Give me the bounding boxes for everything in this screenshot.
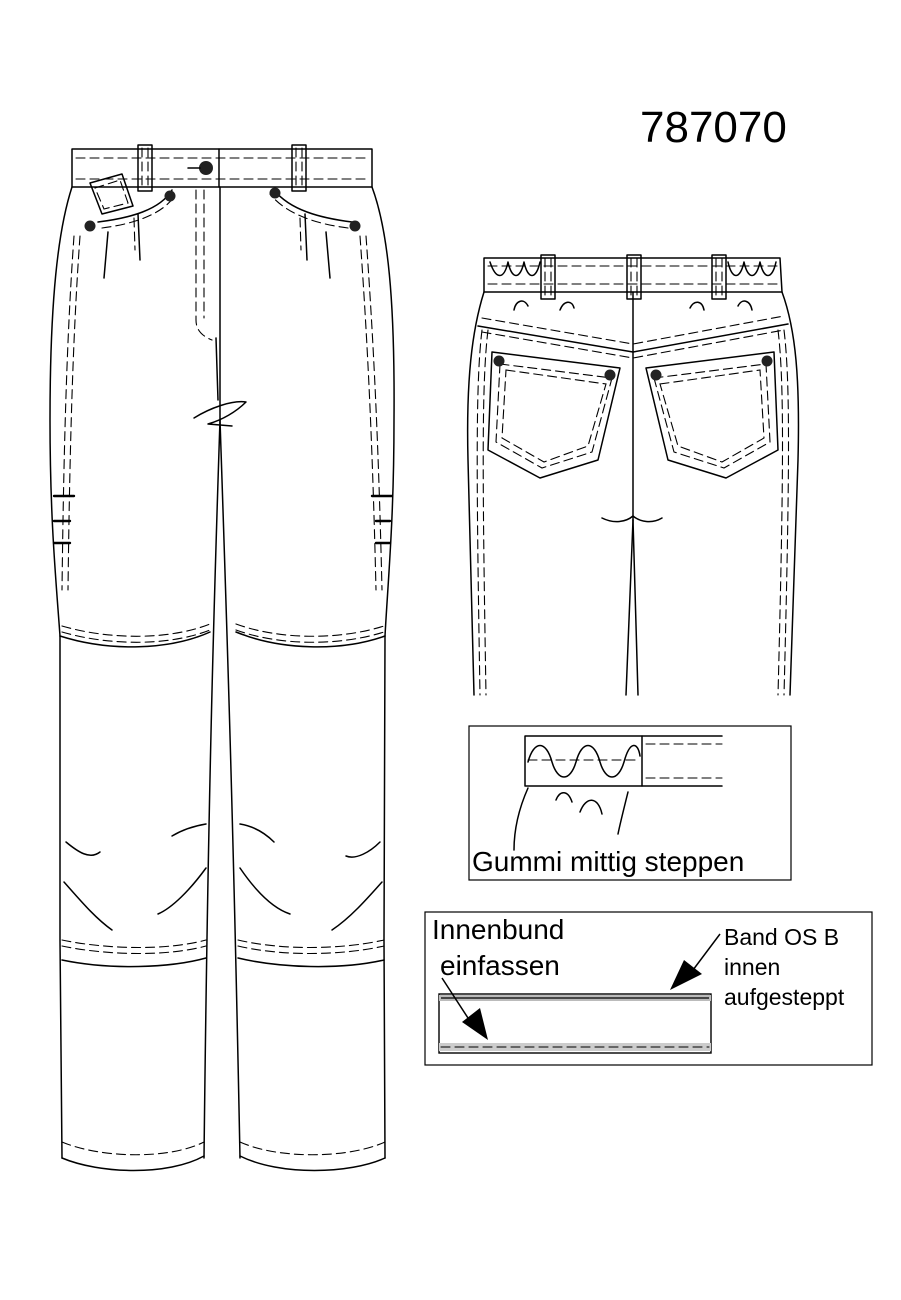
band-label-line3: aufgesteppt: [724, 984, 845, 1010]
waistband-button: [199, 161, 213, 175]
arrow-icon: [462, 1008, 488, 1040]
detail-waistband-box: [424, 911, 873, 1066]
inner-waistband-label-line2: einfassen: [440, 950, 560, 981]
elastic-stitch-label: Gummi mittig steppen: [472, 846, 745, 877]
back-pocket-right: [645, 351, 779, 479]
article-number: 787070: [640, 103, 787, 152]
back-view: [466, 254, 800, 696]
front-view: [49, 144, 395, 1172]
band-label-line1: Band OS B: [724, 924, 840, 950]
detail-elastic-box: [468, 725, 792, 881]
coin-pocket: [89, 173, 134, 215]
back-pocket-left: [487, 351, 621, 479]
inner-waistband-label-line1: Innenbund: [432, 914, 565, 945]
belt-loop: [291, 144, 307, 192]
front-waistband: [71, 148, 373, 188]
belt-loop: [137, 144, 153, 192]
arrow-icon: [670, 960, 702, 990]
band-label-line2: innen: [724, 954, 781, 980]
